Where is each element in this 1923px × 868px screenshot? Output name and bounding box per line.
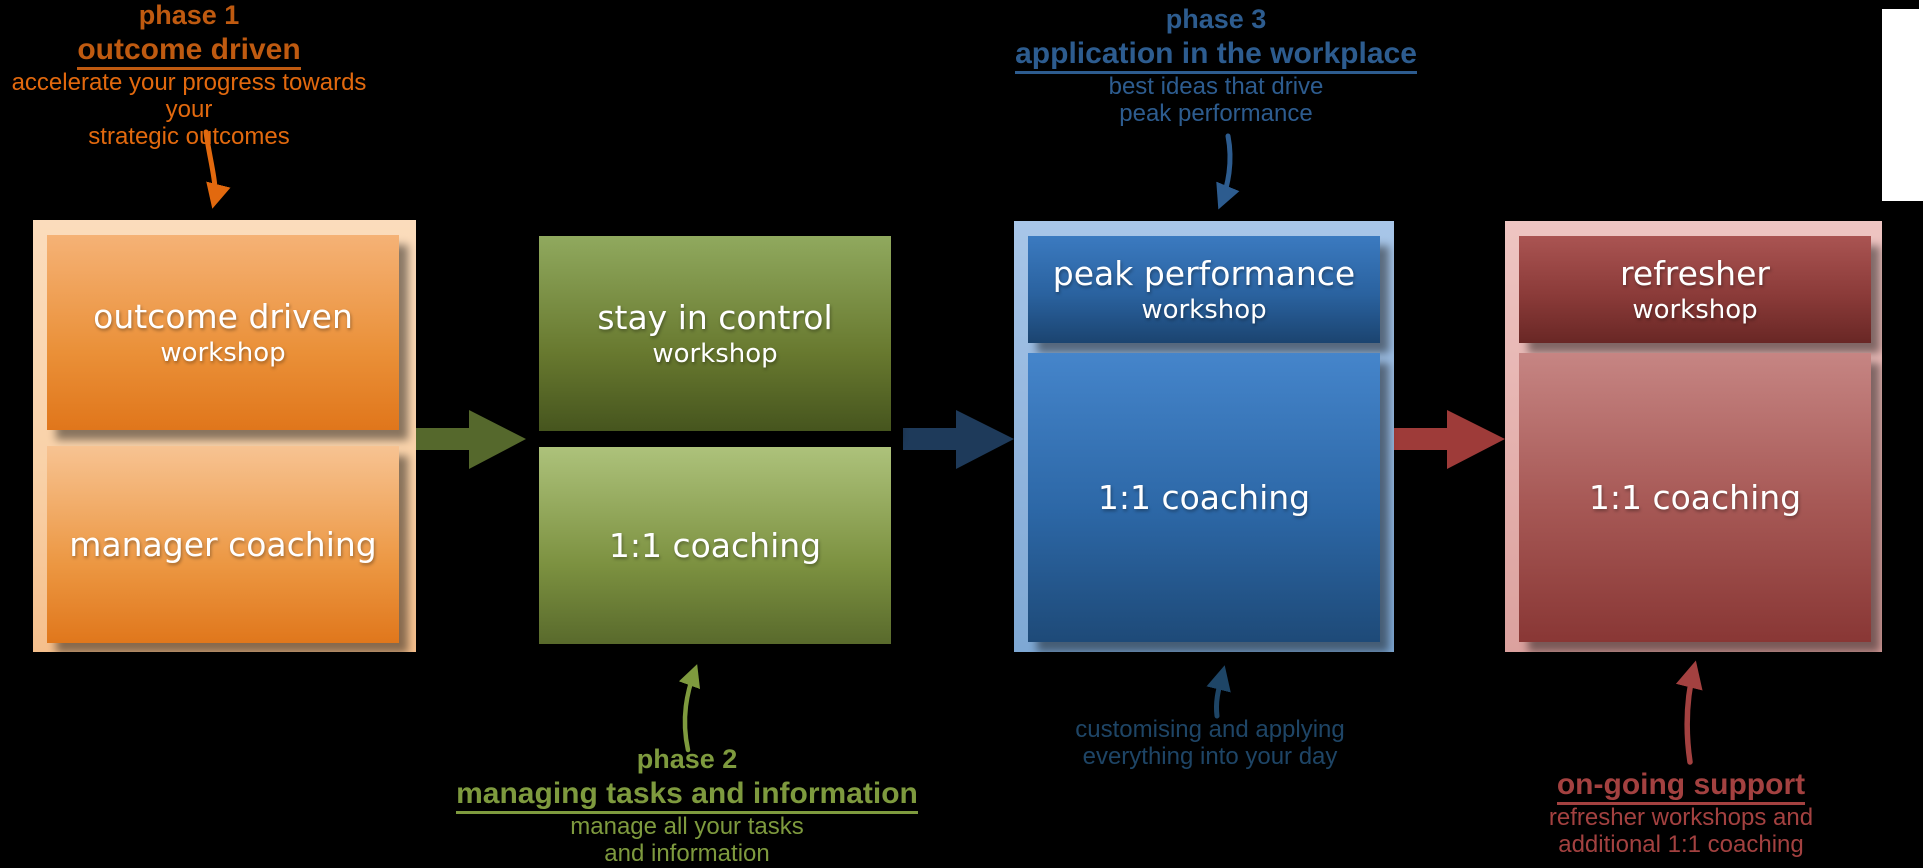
refresher-workshop-box: refresher workshop — [1519, 236, 1871, 343]
ongoing-annotation: on-going support refresher workshops and… — [1461, 766, 1901, 858]
phase1-title: phase 1 — [138, 0, 240, 30]
phase3-subtitle: application in the workplace — [1015, 37, 1417, 74]
white-artifact-sliver — [1919, 0, 1923, 9]
phase2-coaching-label: 1:1 coaching — [608, 525, 822, 565]
peak-performance-workshop-box: peak performance workshop — [1028, 236, 1380, 343]
stay-in-control-workshop-title: stay in control — [597, 298, 833, 338]
phase3-description-line1: best ideas that drive — [1108, 73, 1324, 100]
outcome-driven-workshop-sub: workshop — [160, 337, 286, 368]
refresher-workshop-title: refresher — [1620, 254, 1770, 294]
white-artifact-rect — [1882, 9, 1923, 201]
flow-arrow-phase3-to-phase4 — [1394, 410, 1505, 469]
refresher-workshop-sub: workshop — [1632, 294, 1758, 325]
phase3-title: phase 3 — [1165, 4, 1267, 34]
phase2-coaching-box: 1:1 coaching — [539, 447, 891, 644]
manager-coaching-box: manager coaching — [47, 446, 399, 643]
phase2-title: phase 2 — [636, 744, 738, 774]
flow-arrow-phase2-to-phase3 — [903, 410, 1014, 469]
phase1-subtitle: outcome driven — [77, 33, 301, 70]
peak-performance-workshop-title: peak performance — [1052, 254, 1356, 294]
phase4-container: refresher workshop 1:1 coaching — [1505, 221, 1882, 652]
phase2-description-line2: and information — [604, 840, 770, 867]
flow-arrow-phase1-to-phase2 — [416, 410, 526, 469]
phase2-description-line1: manage all your tasks — [570, 813, 804, 840]
customising-annotation: customising and applying everything into… — [990, 716, 1430, 770]
phase2-container: stay in control workshop 1:1 coaching — [525, 221, 903, 652]
phase2-annotation-arrow — [678, 664, 701, 753]
ongoing-line1: refresher workshops and — [1548, 804, 1814, 831]
phase3-container: peak performance workshop 1:1 coaching — [1014, 221, 1394, 652]
ongoing-annotation-arrow — [1675, 660, 1703, 765]
customising-line2: everything into your day — [1082, 743, 1338, 770]
phase1-container: outcome driven workshop manager coaching — [33, 220, 416, 652]
phase2-annotation: phase 2 managing tasks and information m… — [427, 744, 947, 867]
phase3-annotation: phase 3 application in the workplace bes… — [956, 4, 1476, 127]
customising-line1: customising and applying — [1075, 716, 1345, 743]
ongoing-title: on-going support — [1556, 768, 1806, 805]
phase2-subtitle: managing tasks and information — [456, 777, 918, 814]
stay-in-control-workshop-sub: workshop — [652, 338, 778, 369]
stay-in-control-workshop-box: stay in control workshop — [539, 236, 891, 431]
phase3-annotation-arrow — [1216, 133, 1240, 210]
manager-coaching-label: manager coaching — [69, 524, 377, 564]
phase1-description-line1: accelerate your progress towards your — [11, 69, 367, 123]
customising-annotation-arrow — [1206, 665, 1231, 719]
peak-performance-workshop-sub: workshop — [1141, 294, 1267, 325]
phase1-annotation: phase 1 outcome driven accelerate your p… — [8, 0, 370, 150]
outcome-driven-workshop-box: outcome driven workshop — [47, 235, 399, 430]
outcome-driven-workshop-title: outcome driven — [93, 297, 353, 337]
phase3-coaching-box: 1:1 coaching — [1028, 353, 1380, 642]
phase4-coaching-box: 1:1 coaching — [1519, 353, 1871, 642]
ongoing-line2: additional 1:1 coaching — [1558, 831, 1804, 858]
phase4-coaching-label: 1:1 coaching — [1588, 477, 1802, 517]
phase1-description-line2: strategic outcomes — [88, 123, 290, 150]
phase3-coaching-label: 1:1 coaching — [1097, 477, 1311, 517]
phase3-description-line2: peak performance — [1119, 100, 1313, 127]
